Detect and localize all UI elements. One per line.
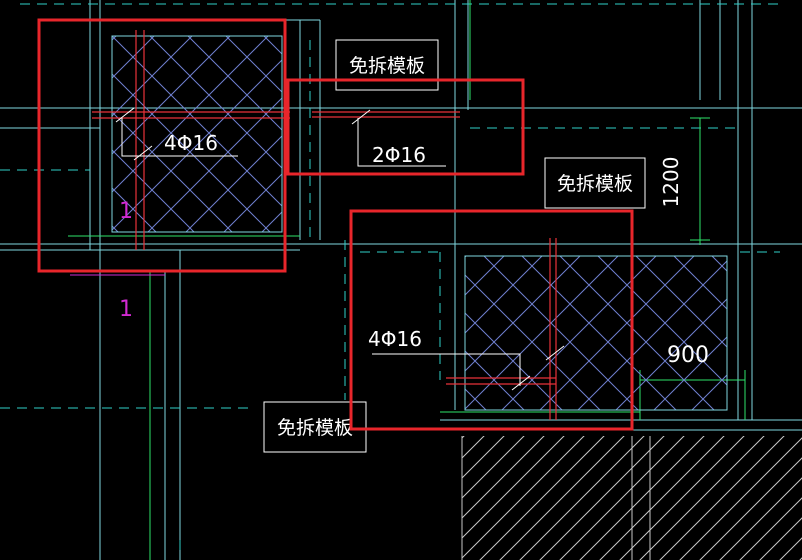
slab-hatch-dividers	[461, 436, 651, 560]
grid-tag-upper: 1	[119, 199, 133, 224]
formwork-label-top-text: 免拆模板	[349, 55, 425, 77]
rebar-annotation-top-left: 4Φ16	[164, 131, 218, 155]
formwork-label-top: 免拆模板	[335, 39, 439, 91]
grid-tag-lower: 1	[119, 297, 133, 322]
grid-lines	[68, 0, 746, 560]
highlight-box-top-middle	[286, 78, 525, 176]
rebar-annotation-bottom-right: 4Φ16	[368, 327, 422, 351]
column-hatch-top-left	[111, 35, 283, 233]
dimension-horizontal: 900	[667, 343, 709, 368]
formwork-label-right-text: 免拆模板	[557, 173, 633, 195]
dashed-lines	[0, 3, 780, 556]
formwork-label-right: 免拆模板	[544, 157, 646, 209]
rebar-lines	[92, 30, 557, 420]
highlight-box-top-left	[37, 18, 287, 273]
formwork-label-bottom-text: 免拆模板	[277, 417, 353, 439]
column-hatch-bottom-right	[464, 255, 728, 411]
dimension-vertical: 1200	[659, 157, 683, 208]
formwork-label-bottom: 免拆模板	[263, 401, 367, 453]
rebar-annotation-top-middle: 2Φ16	[372, 143, 426, 167]
leader-lines	[115, 107, 565, 391]
highlight-box-bottom-right	[349, 209, 634, 431]
